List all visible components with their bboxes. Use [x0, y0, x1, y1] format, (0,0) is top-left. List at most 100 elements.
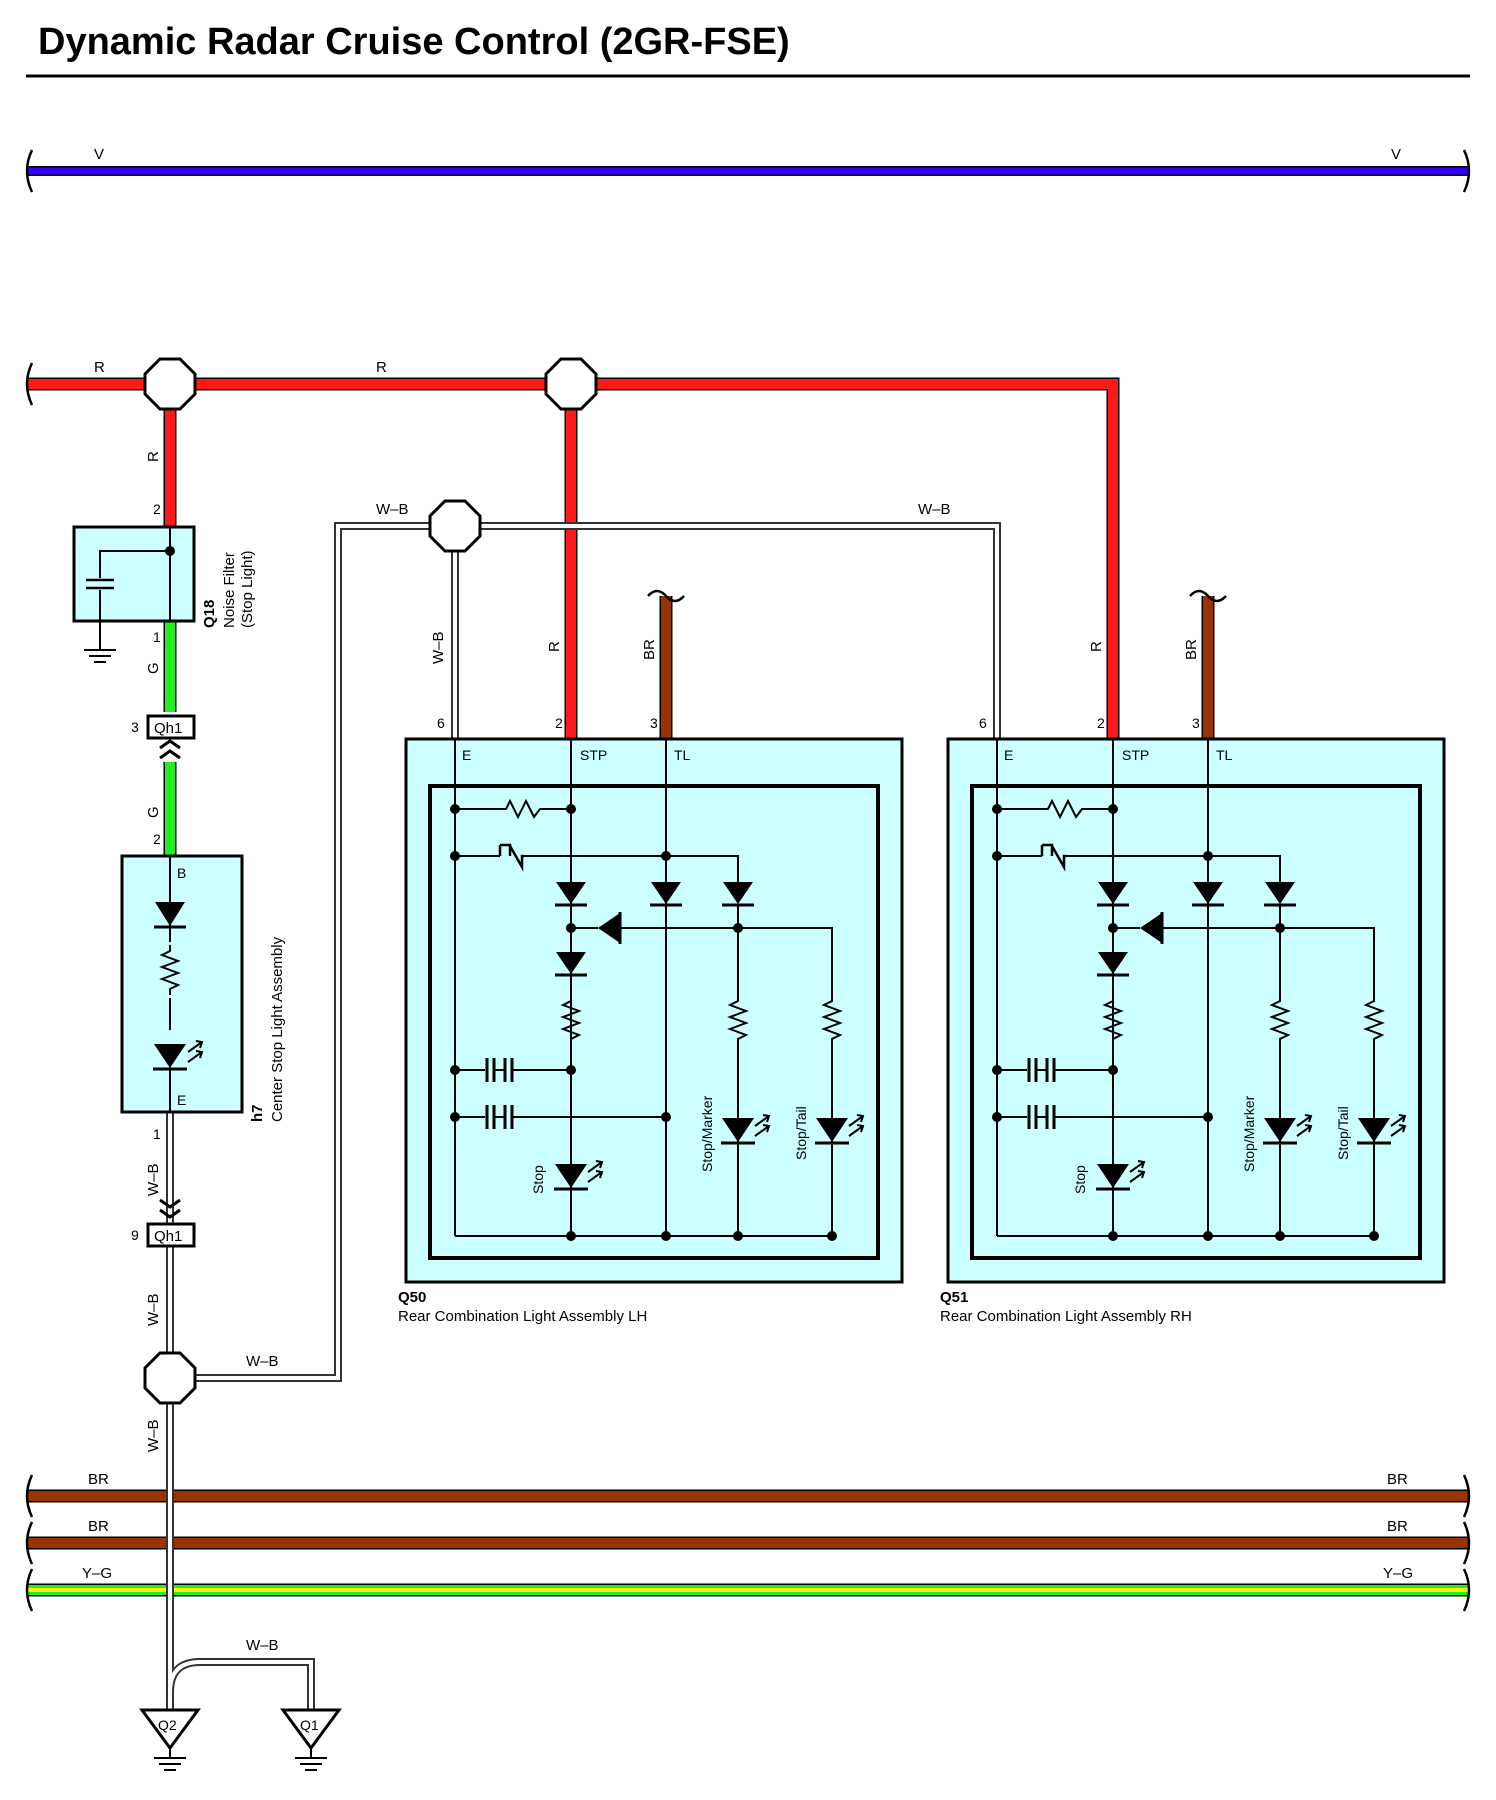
br2-label-right: BR: [1387, 1518, 1408, 1535]
connector-icon: [146, 714, 196, 740]
q51-lamp-stop-tail: Stop/Tail: [1335, 1106, 1351, 1160]
g-wire: G G: [145, 622, 177, 858]
h7-term-e: E: [177, 1092, 186, 1108]
wb-label-top-right: W–B: [918, 501, 951, 518]
ground-icon: [280, 1708, 342, 1751]
yg-wire: Y–G Y–G: [25, 1565, 1471, 1612]
led-icon: [1264, 1118, 1296, 1142]
diode-icon: [598, 913, 620, 943]
splice-icon: [143, 1351, 197, 1405]
led-icon: [555, 1164, 587, 1188]
q51-term-stp: STP: [1122, 747, 1149, 763]
q50-code: Q50: [398, 1289, 426, 1306]
zener-icon: [500, 843, 524, 872]
q50-term-stp: STP: [580, 747, 607, 763]
led-icon: [722, 1118, 754, 1142]
q50-term-tl: TL: [674, 747, 691, 763]
diode-icon: [556, 882, 586, 904]
q51-lamp-stop: Stop: [1072, 1165, 1088, 1194]
q50-lamp-stop: Stop: [530, 1165, 546, 1194]
v-label-left: V: [94, 146, 104, 163]
diode-icon: [1193, 882, 1223, 904]
led-icon: [154, 1044, 186, 1068]
v-wire: V V: [25, 146, 1471, 193]
wb-label-ground: W–B: [145, 1419, 162, 1452]
capacitor-icon: [485, 1105, 514, 1129]
diode-icon: [556, 952, 586, 974]
r-label-mid: R: [376, 359, 387, 376]
connector-icon: [146, 1222, 196, 1248]
q51-pin-e: 6: [979, 715, 987, 731]
ground-icon: [139, 1708, 201, 1751]
br1-label-right: BR: [1387, 1471, 1408, 1488]
r-label-left: R: [94, 359, 105, 376]
q18-pin-out: 1: [153, 629, 161, 645]
led-icon: [1097, 1164, 1129, 1188]
diode-icon: [155, 902, 185, 926]
q50-name: Rear Combination Light Assembly LH: [398, 1308, 647, 1325]
resistor-icon: [500, 798, 548, 820]
q18-code: Q18: [201, 600, 218, 628]
q18-pin-in: 2: [153, 501, 161, 517]
h7-term-b: B: [177, 865, 186, 881]
q51-code: Q51: [940, 1289, 968, 1306]
qh1-b-pin: 9: [131, 1227, 139, 1243]
r-label-q51: R: [1088, 641, 1105, 652]
capacitor-icon: [1027, 1058, 1056, 1082]
wb-label-h7: W–B: [145, 1163, 162, 1196]
q50-pin-e: 6: [437, 715, 445, 731]
resistor-icon: [1042, 798, 1090, 820]
led-icon: [816, 1118, 848, 1142]
qh1-b-code: Qh1: [154, 1228, 182, 1245]
q50-term-e: E: [462, 747, 471, 763]
wb-wires: W–B W–B W–B W–B W–B W–B W–B W–B: [145, 501, 1001, 1710]
q51-lamp-stop-marker: Stop/Marker: [1241, 1095, 1257, 1172]
splice-icon: [143, 357, 197, 411]
ground-q2: Q2: [139, 1708, 201, 1771]
q50-pin-tl: 3: [650, 715, 658, 731]
r-wire: R R R R R: [25, 359, 1120, 740]
wb-label-top-left: W–B: [376, 501, 409, 518]
yg-label-left: Y–G: [82, 1565, 112, 1582]
q51-name: Rear Combination Light Assembly RH: [940, 1308, 1192, 1325]
q50-lamp-stop-tail: Stop/Tail: [793, 1106, 809, 1160]
diode-icon: [1098, 952, 1128, 974]
br-wire-2: BR BR: [25, 1518, 1471, 1565]
diode-icon: [1140, 913, 1162, 943]
qh1-a-code: Qh1: [154, 720, 182, 737]
diode-icon: [1265, 882, 1295, 904]
capacitor-icon: [485, 1058, 514, 1082]
q51-term-e: E: [1004, 747, 1013, 763]
g-label-upper: G: [145, 662, 162, 674]
q50-rear-combination-lh: 6 2 3 E STP TL Stop Stop/Marker Stop/Tai…: [398, 715, 904, 1325]
r-label-q50: R: [546, 641, 563, 652]
br-wire-1: BR BR: [25, 1471, 1471, 1518]
q51-rear-combination-rh: 6 2 3 E STP TL Stop Stop/Marker Stop/Tai…: [940, 715, 1446, 1325]
ground-q1: Q1: [280, 1708, 342, 1771]
q50-lamp-stop-marker: Stop/Marker: [699, 1095, 715, 1172]
wb-label-q1: W–B: [246, 1637, 279, 1654]
diode-icon: [723, 882, 753, 904]
capacitor-icon: [1027, 1105, 1056, 1129]
qh1-a-pin: 3: [131, 719, 139, 735]
h7-center-stop-light: 2 B E 1 h7 Center Stop Light Assembly: [120, 831, 286, 1142]
page-title: Dynamic Radar Cruise Control (2GR-FSE): [38, 21, 790, 63]
ground-icon: [83, 639, 117, 663]
diode-icon: [651, 882, 681, 904]
q51-pin-stp: 2: [1097, 715, 1105, 731]
q51-pin-tl: 3: [1192, 715, 1200, 731]
br1-label-left: BR: [88, 1471, 109, 1488]
h7-pin-b: 2: [153, 831, 161, 847]
led-icon: [1358, 1118, 1390, 1142]
h7-pin-e: 1: [153, 1126, 161, 1142]
br-short-wires: BR BR: [641, 589, 1227, 740]
br2-label-left: BR: [88, 1518, 109, 1535]
splice-icon: [544, 357, 598, 411]
splice-icon: [428, 499, 482, 553]
br-label-q50: BR: [641, 639, 658, 660]
wb-label-qh1: W–B: [145, 1293, 162, 1326]
q51-term-tl: TL: [1216, 747, 1233, 763]
r-label-q18: R: [145, 451, 162, 462]
h7-code: h7: [249, 1104, 266, 1122]
